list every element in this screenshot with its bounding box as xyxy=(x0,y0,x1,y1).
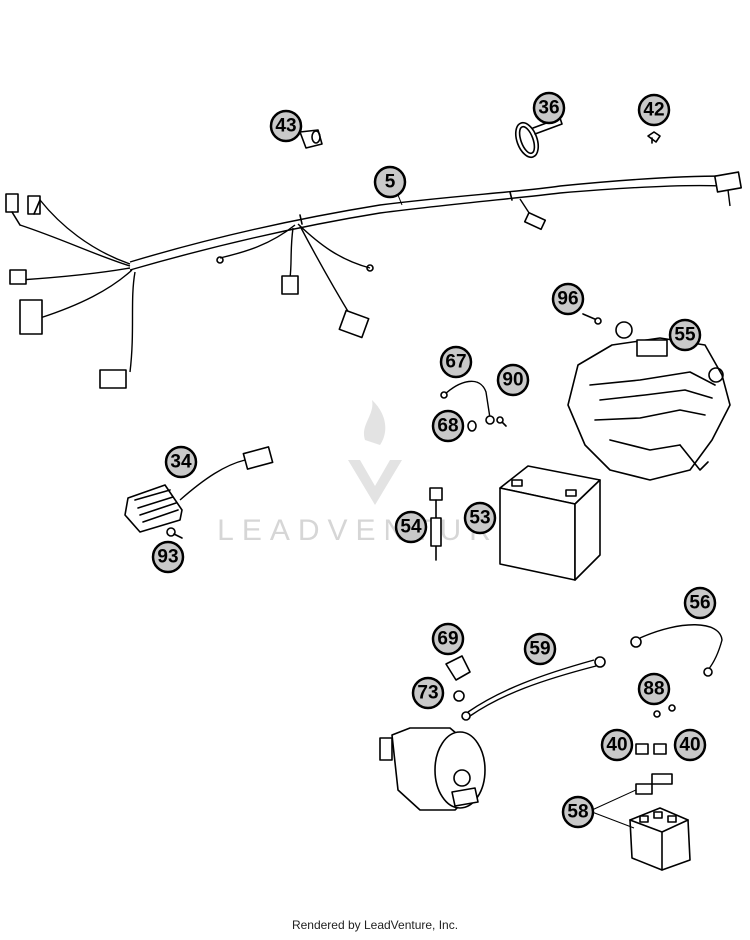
callout-56[interactable]: 56 xyxy=(683,586,717,620)
callout-36[interactable]: 36 xyxy=(532,91,566,125)
svg-text:36: 36 xyxy=(538,98,559,119)
screw-part-93 xyxy=(166,527,183,539)
callout-42[interactable]: 42 xyxy=(637,93,671,127)
callout-5[interactable]: 5 xyxy=(373,165,407,199)
screw-part-96 xyxy=(582,313,602,325)
terminal-cap-part xyxy=(445,655,471,681)
fuse-part-40 xyxy=(635,743,667,755)
clip-part xyxy=(647,131,661,144)
battery-part xyxy=(499,465,601,581)
starter-cable-part-59 xyxy=(461,656,606,721)
bolt-part-90 xyxy=(496,416,507,427)
svg-text:42: 42 xyxy=(643,100,664,121)
callout-43[interactable]: 43 xyxy=(269,109,303,143)
callout-67[interactable]: 67 xyxy=(439,345,473,379)
nut-part-73 xyxy=(453,690,465,702)
watermark-logo xyxy=(348,400,402,505)
watermark: LEADVENTURE xyxy=(217,400,519,547)
screw-part-88 xyxy=(653,704,676,718)
ground-cable-part xyxy=(440,380,495,425)
callout-68[interactable]: 68 xyxy=(431,409,465,443)
callout-88[interactable]: 88 xyxy=(637,672,671,706)
callout-54[interactable]: 54 xyxy=(394,510,428,544)
svg-text:53: 53 xyxy=(469,508,490,529)
svg-text:73: 73 xyxy=(417,683,438,704)
relay-part xyxy=(629,773,691,871)
callout-40-right[interactable]: 40 xyxy=(673,728,707,762)
svg-text:54: 54 xyxy=(400,517,422,538)
svg-text:93: 93 xyxy=(157,547,178,568)
svg-text:5: 5 xyxy=(385,172,396,193)
svg-text:59: 59 xyxy=(529,639,550,660)
callout-93[interactable]: 93 xyxy=(151,540,185,574)
callout-69[interactable]: 69 xyxy=(431,622,465,656)
svg-text:43: 43 xyxy=(275,116,296,137)
callout-73[interactable]: 73 xyxy=(411,676,445,710)
svg-text:40: 40 xyxy=(606,735,627,756)
callout-40-left[interactable]: 40 xyxy=(600,728,634,762)
starter-cable-part-56 xyxy=(630,624,723,677)
callout-90[interactable]: 90 xyxy=(496,363,530,397)
footer-credit: Rendered by LeadVenture, Inc. xyxy=(291,918,459,932)
svg-text:67: 67 xyxy=(445,352,466,373)
callout-55[interactable]: 55 xyxy=(668,318,702,352)
callout-53[interactable]: 53 xyxy=(463,501,497,535)
svg-text:68: 68 xyxy=(437,416,458,437)
callout-59[interactable]: 59 xyxy=(523,632,557,666)
cable-tie-part xyxy=(514,117,563,159)
callout-96[interactable]: 96 xyxy=(551,282,585,316)
washer-part-68 xyxy=(467,420,477,432)
grommet-part xyxy=(299,129,323,149)
svg-text:34: 34 xyxy=(170,452,192,473)
svg-text:40: 40 xyxy=(679,735,700,756)
svg-text:90: 90 xyxy=(502,370,523,391)
svg-text:88: 88 xyxy=(643,679,664,700)
svg-text:96: 96 xyxy=(557,289,578,310)
battery-box-part xyxy=(567,321,731,481)
starter-motor-part xyxy=(379,727,486,811)
regulator-part xyxy=(124,446,274,533)
svg-text:58: 58 xyxy=(567,802,588,823)
wiring-harness xyxy=(5,171,743,389)
callout-34[interactable]: 34 xyxy=(164,445,198,479)
svg-text:55: 55 xyxy=(674,325,696,346)
svg-text:69: 69 xyxy=(437,629,458,650)
callout-58[interactable]: 58 xyxy=(561,795,595,829)
fuse-strip-part xyxy=(429,487,443,561)
svg-text:56: 56 xyxy=(689,593,710,614)
